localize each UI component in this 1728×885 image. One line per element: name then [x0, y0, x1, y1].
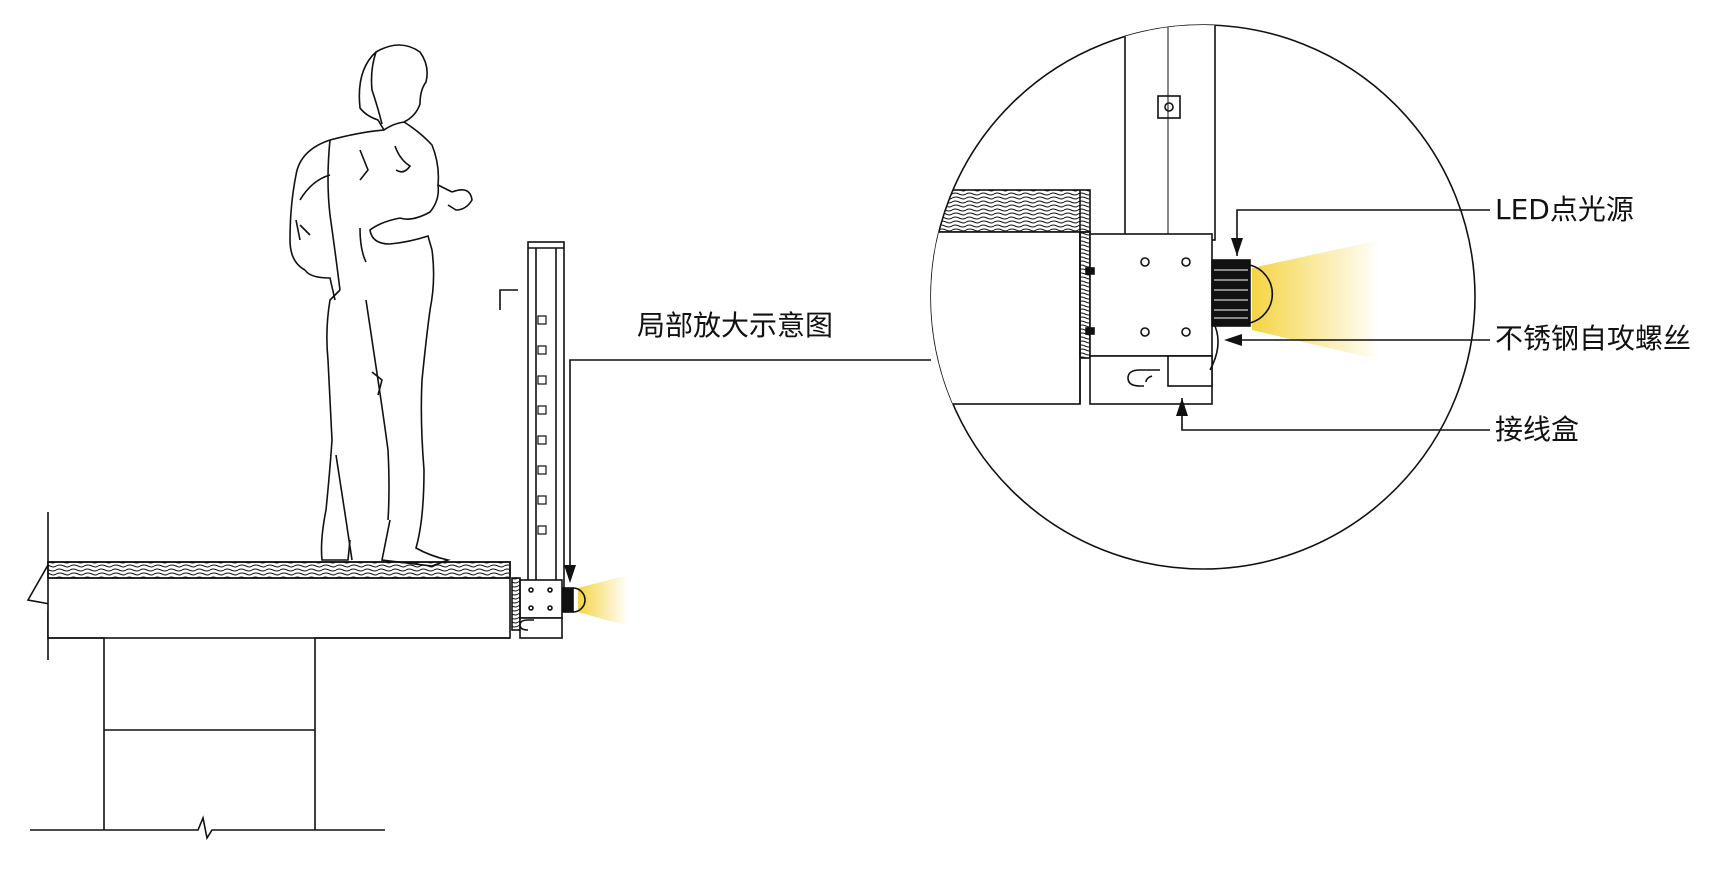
junction-box-label: 接线盒 — [1495, 413, 1580, 446]
zoom-detail-title: 局部放大示意图 — [637, 309, 834, 342]
magnified-detail — [930, 24, 1476, 570]
callout-leaders — [1176, 209, 1490, 431]
zoom-leader — [564, 359, 931, 583]
screw-label: 不锈钢自攻螺丝 — [1495, 322, 1692, 355]
led-light-small — [562, 575, 628, 626]
led-light-label: LED点光源 — [1495, 193, 1634, 226]
person-figure — [289, 44, 473, 567]
vertical-profile — [499, 241, 565, 639]
floor-structure — [26, 512, 511, 841]
